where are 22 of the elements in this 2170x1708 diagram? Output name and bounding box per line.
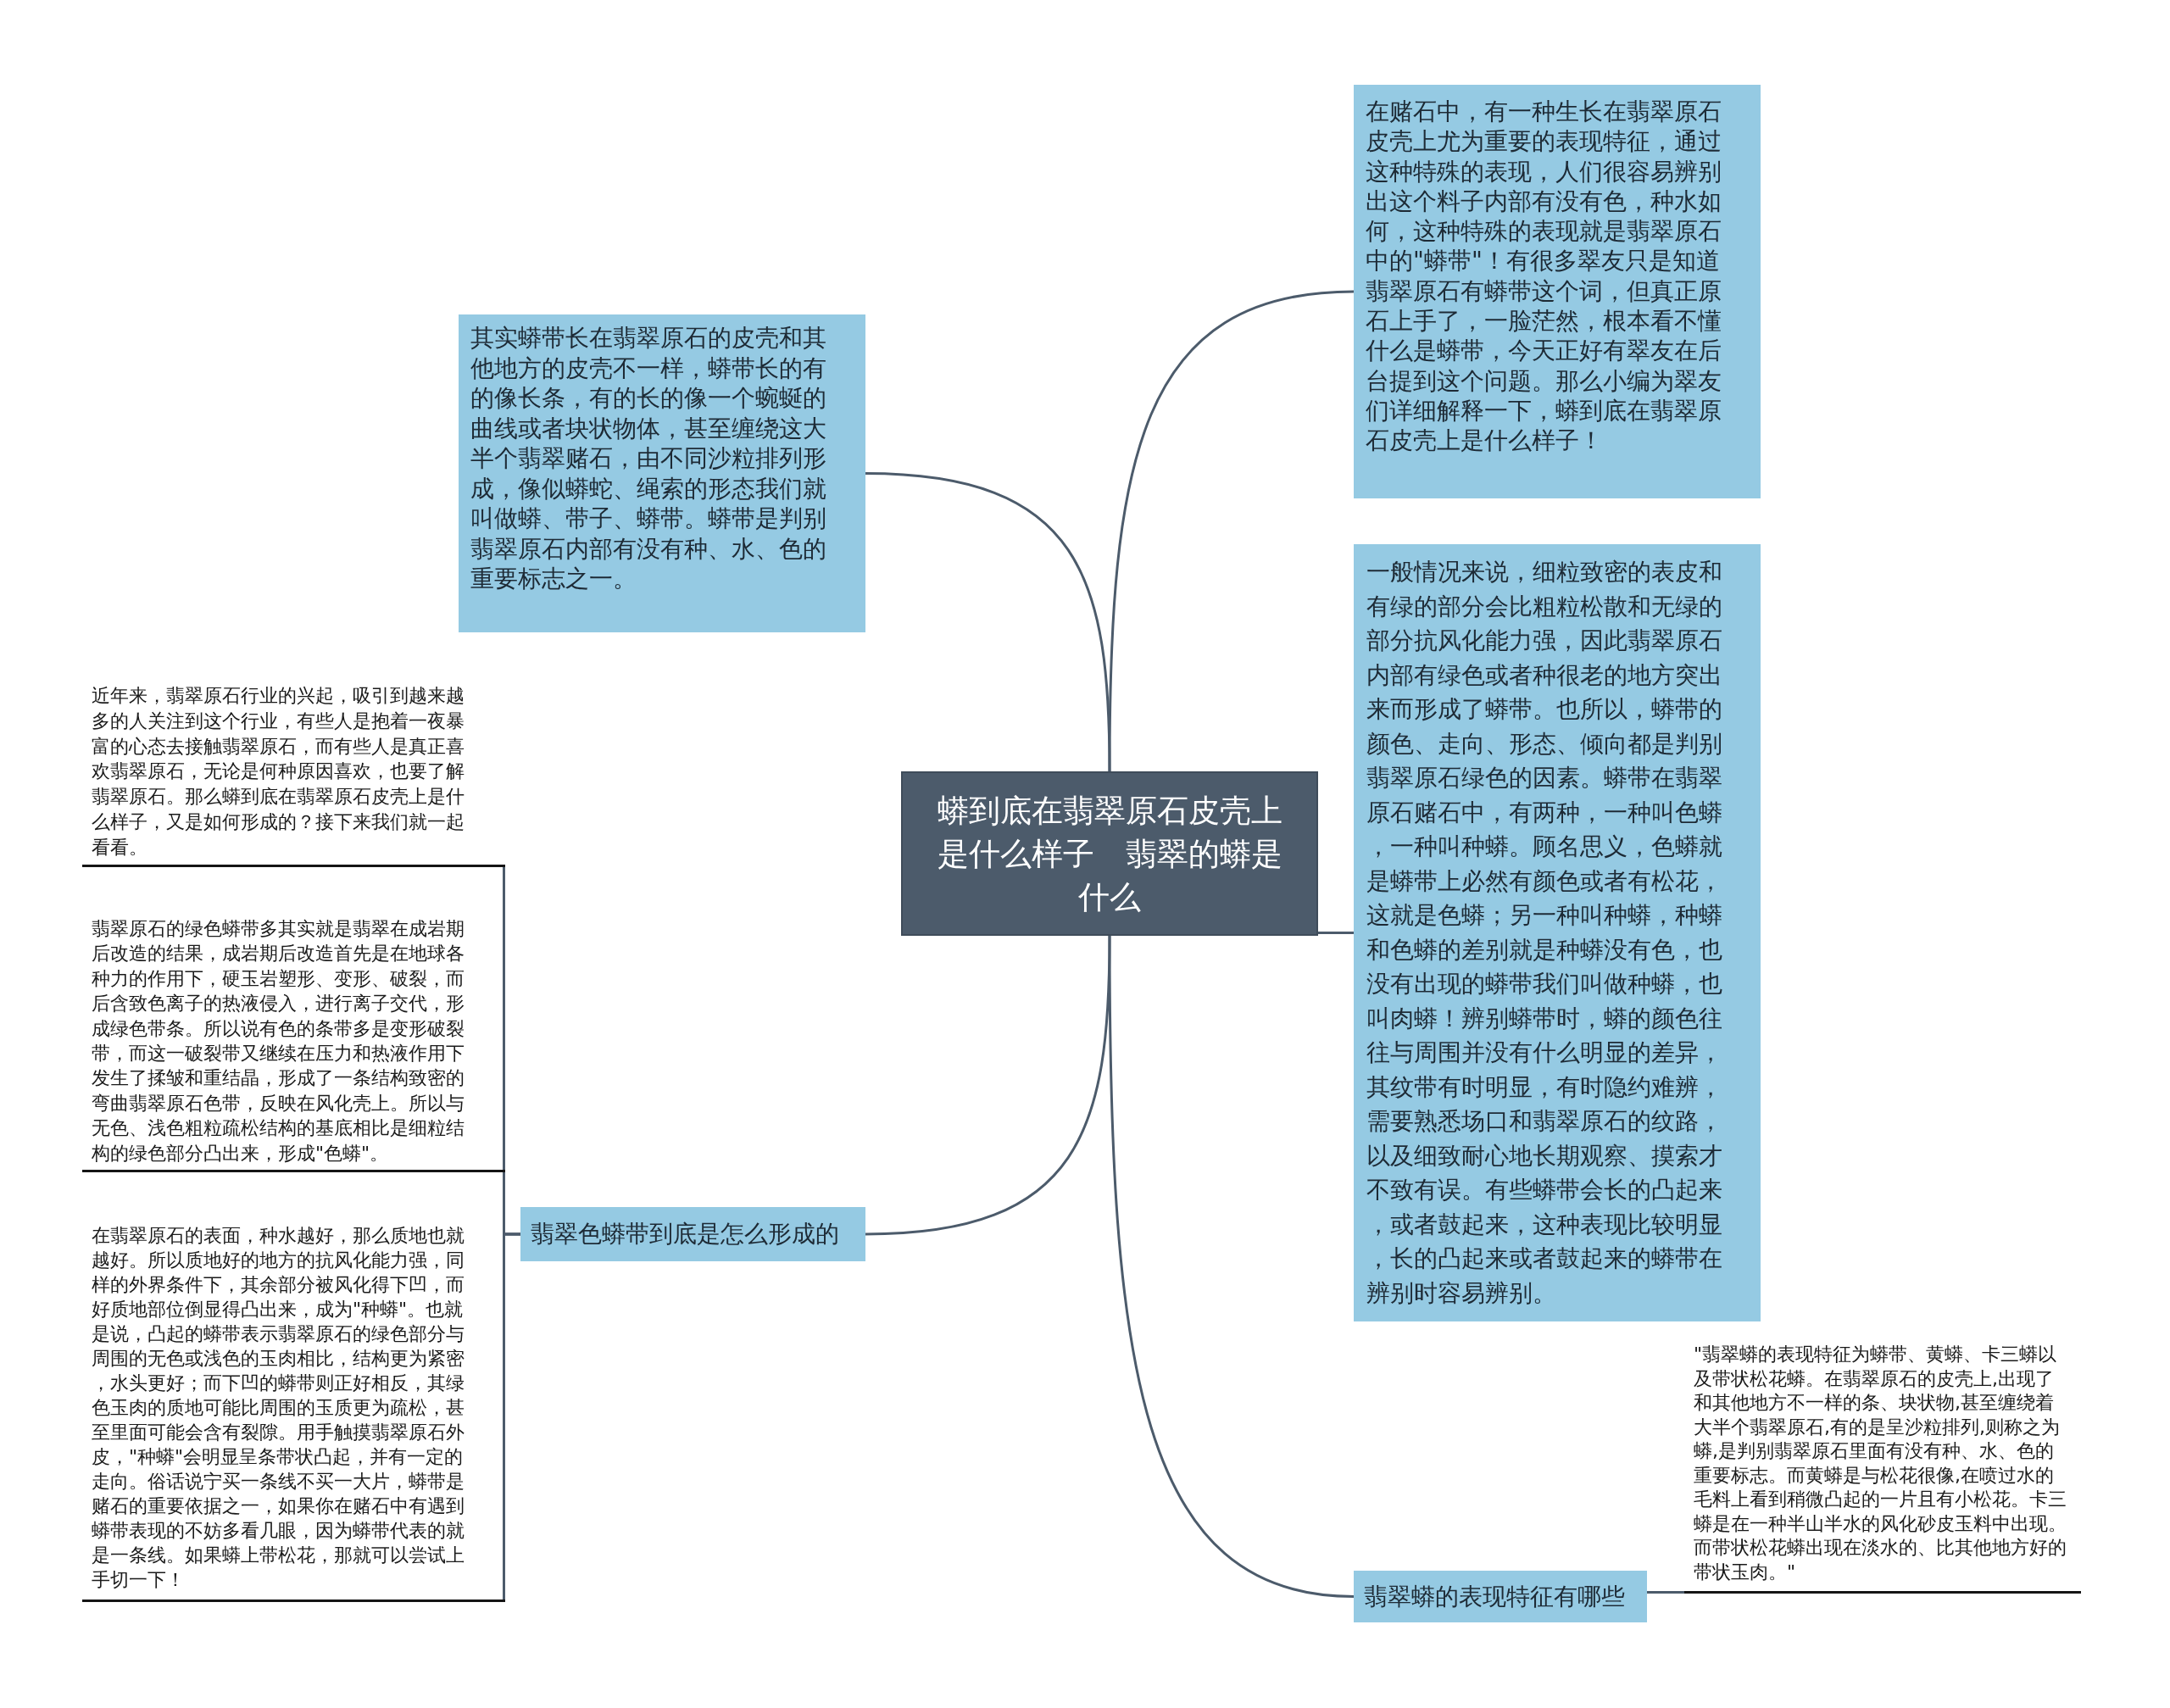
note-paragraph: 在翡翠原石的表面，种水越好，那么质地也就越好。所以质地好的地方的抗风化能力强，同样的外界条件下，其余部分被风化得下凹，而好质地部位倒显得凸出来，成为"种蟒"。也就是说，凸起的蟒带表示翡翠原石的绿色部分与周围的无色或浅色的玉肉相比，结构更为紧密，水头更好；而下凹的蟒带则正好相反，其绿色玉肉的质地可能比周围的玉质更为疏松，甚至里面可能会含有裂隙。用手触摸翡翠原石外皮，"种蟒"会明显呈条带状凸起，并有一定的走向。俗话说宁买一条线不买一大片，蟒带是赌石的重要依据之一，如果你在赌石中有遇到蟒带表现的不妨多看几眼，因为蟒带代表的就是一条线。如果蟒上带松花，那就可以尝试上手切一下！ (92, 1224, 465, 1592)
curved-connector (1108, 936, 1355, 1598)
central-topic-text: 蟒到底在翡翠原石皮壳上是什么样子 翡翠的蟒是什么 (936, 791, 1283, 917)
curved-connector (1108, 290, 1355, 771)
card-paragraph: 其实蟒带长在翡翠原石的皮壳和其他地方的皮壳不一样，蟒带长的有的像长条，有的长的像一个蜿蜒的曲线或者块状物体，甚至缠绕这大半个翡翠赌石，由不同沙粒排列形成，像似蟒蛇、绳索的形态我们就叫做蟒、带子、蟒带。蟒带是判别翡翠原石内部有没有种、水、色的重要标志之一。 (470, 323, 827, 594)
note-paragraph: "翡翠蟒的表现特征为蟒带、黄蟒、卡三蟒以及带状松花蟒。在翡翠原石的皮壳上,出现了和其他地方不一样的条、块状物,甚至缠绕着大半个翡翠原石,有的是呈沙粒排列,则称之为蟒,是判别翡翠原石里面有没有种、水、色的重要标志。而黄蟒是与松花很像,在喷过水的毛料上看到稍微凸起的一片且有小松花。卡三蟒是在一种半山半水的风化砂皮玉料中出现。而带状松花蟒出现在淡水的、比其他地方好的带状玉肉。" (1694, 1343, 2067, 1584)
connector-line (1318, 932, 1354, 934)
topic-box (520, 1207, 865, 1261)
text-card (459, 314, 865, 632)
text-card (1354, 544, 1761, 1321)
central-topic-box (901, 771, 1318, 936)
connector-line (1647, 1591, 1684, 1594)
curved-connector (865, 935, 1111, 1236)
topic-label: 翡翠蟒的表现特征有哪些 (1364, 1581, 1625, 1612)
topic-label: 翡翠色蟒带到底是怎么形成的 (531, 1219, 839, 1249)
text-card (1354, 85, 1761, 498)
topic-box (1354, 1571, 1647, 1622)
bracket-connector (503, 1232, 520, 1601)
note-paragraph: 翡翠原石的绿色蟒带多其实就是翡翠在成岩期后改造的结果，成岩期后改造首先是在地球各种力的作用下，硬玉岩塑形、变形、破裂，而后含致色离子的热液侵入，进行离子交代，形成绿色带条。所以说有色的条带多是变形破裂带，而这一破裂带又继续在压力和热液作用下发生了揉皱和重结晶，形成了一条结构致密的弯曲翡翠原石色带，反映在风化壳上。所以与无色、浅色粗粒疏松结构的基底相比是细粒结构的绿色部分凸出来，形成"色蟒"。 (92, 917, 465, 1166)
card-paragraph: 在赌石中，有一种生长在翡翠原石皮壳上尤为重要的表现特征，通过这种特殊的表现，人们很容易辨别出这个料子内部有没有色，种水如何，这种特殊的表现就是翡翠原石中的"蟒带"！有很多翠友只是知道翡翠原石有蟒带这个词，但真正原石上手了，一脸茫然，根本看不懂什么是蟒带，今天正好有翠友在后台提到这个问题。那么小编为翠友们详细解释一下，蟒到底在翡翠原石皮壳上是什么样子！ (1366, 97, 1722, 456)
card-paragraph: 一般情况来说，细粒致密的表皮和有绿的部分会比粗粒松散和无绿的部分抗风化能力强，因此翡翠原石内部有绿色或者种很老的地方突出来而形成了蟒带。也所以，蟒带的颜色、走向、形态、倾向都是判别翡翠原石绿色的因素。蟒带在翡翠原石赌石中，有两种，一种叫色蟒，一种叫种蟒。顾名思义，色蟒就是蟒带上必然有颜色或者有松花，这就是色蟒；另一种叫种蟒，种蟒和色蟒的差别就是种蟒没有色，也没有出现的蟒带我们叫做种蟒，也叫肉蟒！辨别蟒带时，蟒的颜色往往与周围并没有什么明显的差异，其纹带有时明显，有时隐约难辨，需要熟悉场口和翡翠原石的纹路，以及细致耐心地长期观察、摸索才不致有误。有些蟒带会长的凸起来，或者鼓起来，这种表现比较明显，长的凸起来或者鼓起来的蟒带在辨别时容易辨别。 (1366, 557, 1723, 1309)
note-paragraph: 近年来，翡翠原石行业的兴起，吸引到越来越多的人关注到这个行业，有些人是抱着一夜暴富的心态去接触翡翠原石，而有些人是真正喜欢翡翠原石，无论是何种原因喜欢，也要了解翡翠原石。那么蟒到底在翡翠原石皮壳上是什么样子，又是如何形成的？接下来我们就一起看看。 (92, 684, 465, 860)
